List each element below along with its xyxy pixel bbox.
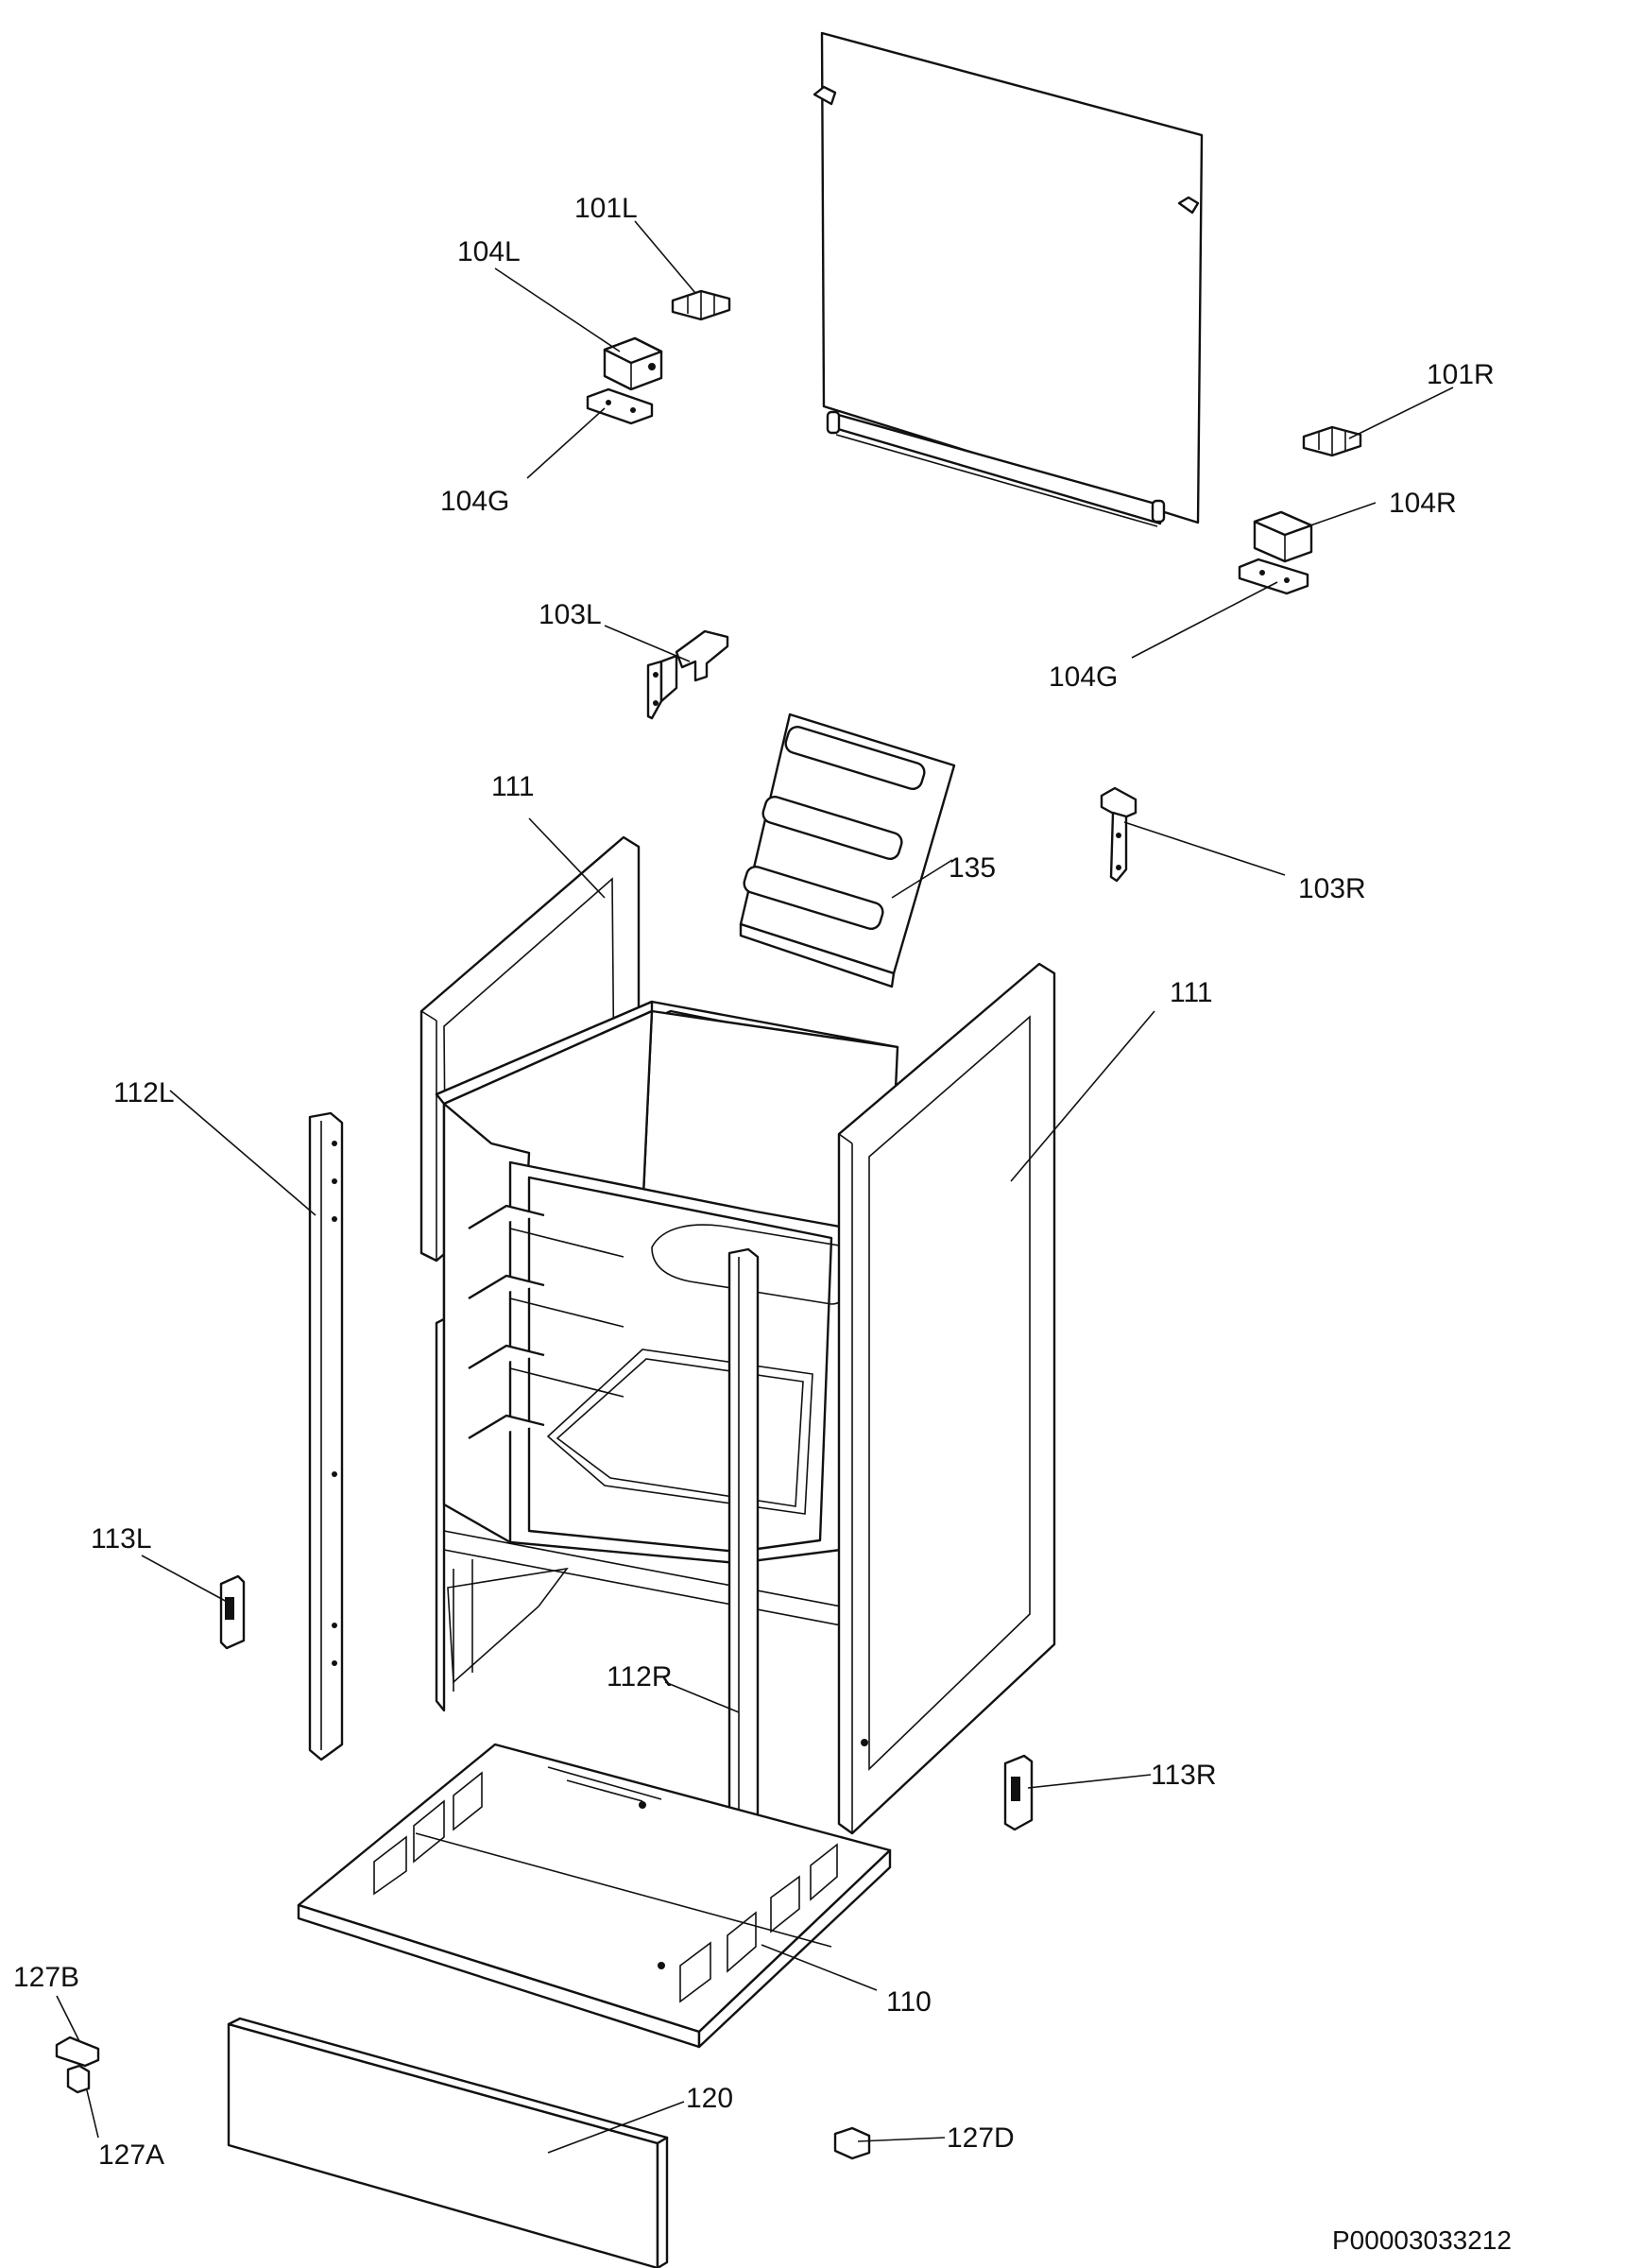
label-112R: 112R bbox=[607, 1661, 673, 1692]
drawer-front-120 bbox=[227, 2017, 669, 2268]
bracket-103R bbox=[1100, 786, 1138, 883]
front-strip-112L bbox=[308, 1111, 344, 1761]
label-104R: 104R bbox=[1389, 488, 1457, 519]
label-113L: 113L bbox=[91, 1523, 152, 1555]
label-103R: 103R bbox=[1298, 873, 1366, 904]
front-strip-112R bbox=[727, 1247, 760, 1892]
hinge-block-104R bbox=[1253, 510, 1313, 563]
oven-cavity bbox=[435, 1000, 899, 1712]
label-127B: 127B bbox=[13, 1962, 79, 1993]
label-127A: 127A bbox=[98, 2139, 164, 2171]
hinge-pin-101R bbox=[1302, 425, 1362, 457]
label-104G-left: 104G bbox=[440, 486, 509, 517]
label-110: 110 bbox=[886, 1986, 932, 2018]
label-104L: 104L bbox=[457, 236, 521, 267]
hinge-plate-104G-right bbox=[1238, 558, 1309, 595]
top-glass-panel bbox=[812, 31, 1204, 527]
hinge-plate-104G-left bbox=[586, 387, 654, 425]
hinge-block-104L bbox=[603, 336, 663, 391]
label-104G-right: 104G bbox=[1049, 662, 1118, 693]
leader-lines bbox=[56, 220, 1454, 2154]
clip-127D bbox=[833, 2126, 871, 2160]
label-101L: 101L bbox=[574, 193, 638, 224]
label-103L: 103L bbox=[539, 599, 602, 630]
part-labels: 101L 104L 104G 101R 104R 104G 103L 103R … bbox=[13, 193, 1512, 2255]
drawing-code: P00003033212 bbox=[1332, 2225, 1512, 2255]
bracket-103L bbox=[646, 629, 729, 720]
label-101R: 101R bbox=[1427, 359, 1495, 390]
hinge-pin-101L bbox=[671, 289, 731, 321]
side-panel-111-right bbox=[837, 962, 1056, 1835]
label-111-left: 111 bbox=[491, 771, 535, 802]
bracket-113R bbox=[1003, 1754, 1034, 1831]
clip-127B bbox=[55, 2036, 100, 2068]
label-127D: 127D bbox=[947, 2122, 1015, 2154]
label-113R: 113R bbox=[1151, 1760, 1217, 1791]
base-plinth-110 bbox=[297, 1743, 892, 2049]
heat-shield-135 bbox=[739, 713, 956, 988]
label-111-right: 111 bbox=[1170, 977, 1213, 1008]
label-112L: 112L bbox=[113, 1077, 175, 1108]
clip-127A bbox=[66, 2064, 91, 2094]
label-120: 120 bbox=[686, 2083, 733, 2114]
bracket-113L bbox=[219, 1574, 246, 1650]
label-135: 135 bbox=[949, 852, 996, 884]
